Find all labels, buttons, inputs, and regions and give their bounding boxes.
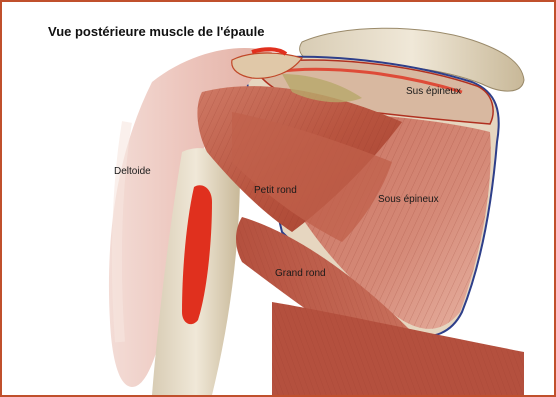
- label-petit-rond: Petit rond: [254, 185, 297, 196]
- page-title: Vue postérieure muscle de l'épaule: [48, 24, 264, 39]
- label-deltoide: Deltoide: [114, 166, 151, 177]
- label-sous-epineux: Sous épineux: [378, 194, 439, 205]
- label-grand-rond: Grand rond: [275, 268, 326, 279]
- label-sus-epineux: Sus épineux: [406, 86, 461, 97]
